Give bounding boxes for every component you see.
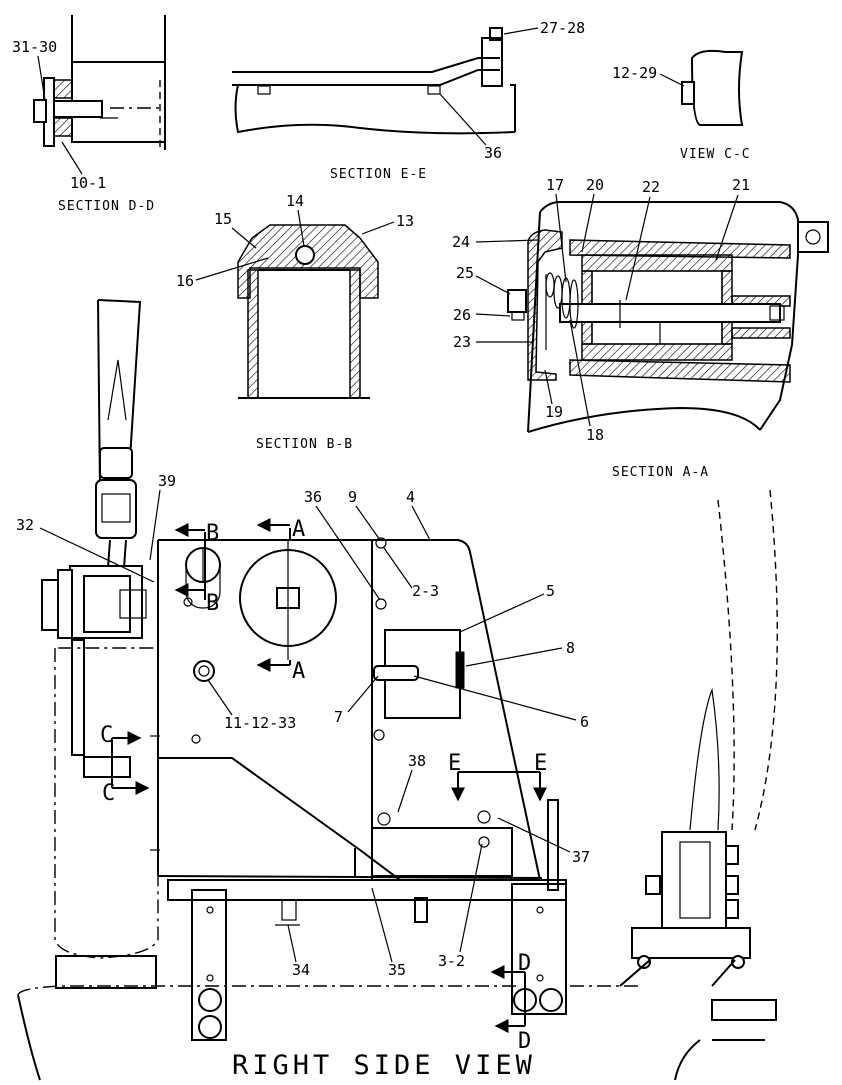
callout-8: 8 bbox=[566, 639, 575, 657]
caption-view-cc: VIEW C-C bbox=[680, 147, 751, 162]
caption-section-bb: SECTION B-B bbox=[256, 437, 353, 452]
caption-section-dd: SECTION D-D bbox=[58, 199, 155, 214]
cut-marker-b bbox=[174, 523, 206, 600]
callout-7: 7 bbox=[334, 708, 343, 726]
callout-11-12-33: 11-12-33 bbox=[224, 714, 296, 732]
marker-a-top: A bbox=[292, 517, 305, 542]
main-housing bbox=[150, 537, 559, 891]
right-handle-assembly bbox=[619, 489, 778, 1081]
callout-13: 13 bbox=[396, 212, 414, 230]
callout-36-top: 36 bbox=[484, 144, 502, 162]
callout-34: 34 bbox=[292, 961, 310, 979]
left-handle-assembly bbox=[41, 299, 159, 989]
callout-14: 14 bbox=[286, 192, 304, 210]
callout-24: 24 bbox=[452, 233, 470, 251]
cut-marker-a bbox=[256, 518, 291, 672]
callout-19: 19 bbox=[545, 403, 563, 421]
callout-12-29: 12-29 bbox=[612, 64, 657, 82]
callout-9: 9 bbox=[348, 488, 357, 506]
cut-marker-d bbox=[490, 965, 526, 1033]
callout-6: 6 bbox=[580, 713, 589, 731]
section-bb-drawing bbox=[237, 224, 379, 399]
callout-22: 22 bbox=[642, 178, 660, 196]
callout-20: 20 bbox=[586, 176, 604, 194]
marker-c-bottom: C bbox=[102, 781, 115, 806]
callout-31-30: 31-30 bbox=[12, 38, 57, 56]
callout-5: 5 bbox=[546, 582, 555, 600]
marker-d-top: D bbox=[518, 951, 531, 976]
floor-line bbox=[17, 985, 520, 996]
floor-edge bbox=[17, 994, 41, 1081]
marker-a-bottom: A bbox=[292, 659, 305, 684]
callout-18: 18 bbox=[586, 426, 604, 444]
callout-16: 16 bbox=[176, 272, 194, 290]
view-title: RIGHT SIDE VIEW bbox=[232, 1050, 536, 1081]
cut-marker-e bbox=[451, 771, 547, 802]
section-dd-drawing bbox=[33, 15, 166, 150]
callout-25: 25 bbox=[456, 264, 474, 282]
cut-marker-c bbox=[111, 731, 150, 795]
callout-15: 15 bbox=[214, 210, 232, 228]
marker-c-top: C bbox=[100, 723, 113, 748]
view-cc-drawing bbox=[681, 49, 744, 126]
callout-32: 32 bbox=[16, 516, 34, 534]
callout-2-3: 2-3 bbox=[412, 582, 439, 600]
callout-27-28: 27-28 bbox=[540, 19, 585, 37]
caption-section-aa: SECTION A-A bbox=[612, 465, 709, 480]
section-aa-drawing bbox=[507, 201, 829, 433]
callout-4: 4 bbox=[406, 488, 415, 506]
marker-b-bottom: B bbox=[206, 591, 219, 616]
callout-39: 39 bbox=[158, 472, 176, 490]
caption-section-ee: SECTION E-E bbox=[330, 167, 427, 182]
callout-35: 35 bbox=[388, 961, 406, 979]
section-ee-drawing bbox=[232, 27, 516, 135]
marker-b-top: B bbox=[206, 521, 219, 546]
callout-36-main: 36 bbox=[304, 488, 322, 506]
marker-e-right: E bbox=[534, 751, 547, 776]
callout-23: 23 bbox=[453, 333, 471, 351]
callout-38: 38 bbox=[408, 752, 426, 770]
callout-21: 21 bbox=[732, 176, 750, 194]
marker-e-left: E bbox=[448, 751, 461, 776]
callout-3-2: 3-2 bbox=[438, 952, 465, 970]
callout-37: 37 bbox=[572, 848, 590, 866]
callout-17: 17 bbox=[546, 176, 564, 194]
marker-d-bottom: D bbox=[518, 1029, 531, 1054]
callout-26: 26 bbox=[453, 306, 471, 324]
callout-10-1: 10-1 bbox=[70, 174, 106, 192]
base-frame bbox=[167, 879, 567, 1041]
